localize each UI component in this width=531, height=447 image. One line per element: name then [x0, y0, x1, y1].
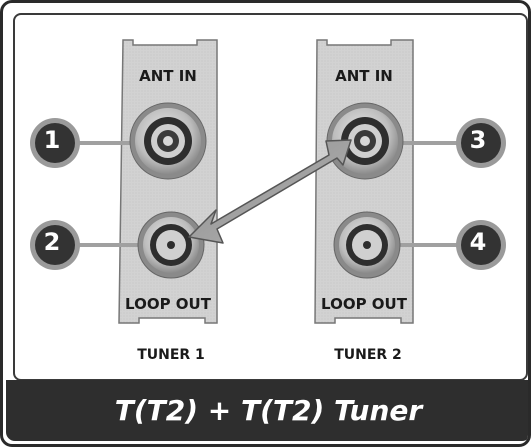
- tuner2-loop-out-label: LOOP OUT: [321, 295, 407, 313]
- tuner2-ant-in-label: ANT IN: [335, 67, 393, 85]
- tuner1-label: TUNER 1: [137, 347, 205, 363]
- tuner1-ant-in-label: ANT IN: [139, 67, 197, 85]
- badge-3: [456, 118, 506, 168]
- tuner1-loop-out-label: LOOP OUT: [125, 295, 211, 313]
- caption-bar: T(T2) + T(T2) Tuner: [6, 380, 528, 441]
- tuner2-label: TUNER 2: [334, 347, 402, 363]
- connection-arrow: [188, 139, 352, 244]
- tuner1-ant-in-connector: [129, 102, 207, 180]
- badge-4: [456, 220, 506, 270]
- tuner1-loop-out-connector: [137, 211, 205, 279]
- badge-1: [30, 118, 80, 168]
- badge-2: [30, 220, 80, 270]
- badge-3-number: 3: [469, 126, 487, 154]
- badge-1-number: 1: [43, 126, 61, 154]
- tuner2-ant-in-connector: [326, 102, 404, 180]
- caption-title: T(T2) + T(T2) Tuner: [114, 394, 423, 427]
- tuner2-loop-out-connector: [333, 211, 401, 279]
- tuner-connection-diagram: [30, 39, 506, 324]
- badge-4-number: 4: [469, 228, 487, 256]
- badge-2-number: 2: [43, 228, 61, 256]
